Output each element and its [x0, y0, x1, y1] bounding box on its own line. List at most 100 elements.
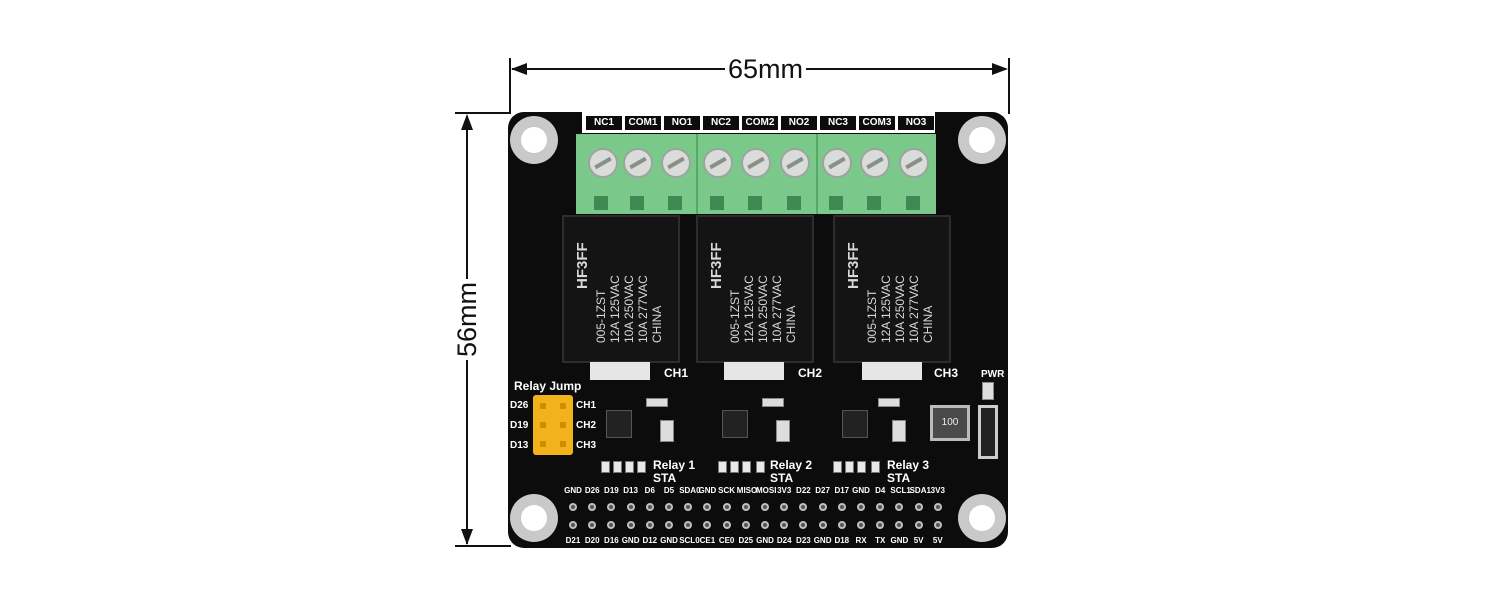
jump-right-ch1: CH1 [576, 400, 597, 411]
relay-model: HF3FF [708, 242, 725, 289]
relay-1: HF3FF 005-1ZST 12A 125VAC 10A 250VAC 10A… [562, 215, 680, 363]
relay-spec: 10A 277VAC [770, 275, 784, 343]
header-pin [741, 521, 750, 529]
header-pin [876, 503, 885, 511]
header-pin [895, 521, 904, 529]
terminal-slot [710, 196, 724, 210]
header-pin [914, 503, 923, 511]
gpio-label-bottom: D12 [642, 536, 658, 545]
height-ext-top [455, 112, 511, 114]
driver-chip [722, 410, 748, 438]
gpio-label-bottom: SCL0 [679, 536, 700, 545]
header-pin [780, 503, 789, 511]
header-pin [933, 521, 942, 529]
gpio-label-top: D17 [834, 486, 850, 495]
relay-2-sta: STA [770, 471, 794, 485]
height-arrow-top [461, 114, 473, 130]
terminal-slot [630, 196, 644, 210]
relay-model: HF3FF [574, 242, 591, 289]
smd-component [776, 420, 790, 442]
relay-spec: 005-1ZST [728, 289, 742, 343]
gpio-label-bottom: GND [890, 536, 909, 545]
status-led [718, 461, 727, 473]
terminal-label-com1: COM1 [625, 116, 661, 130]
terminal-slot [748, 196, 762, 210]
gpio-label-bottom: GND [756, 536, 774, 545]
gpio-label-bottom: D24 [776, 536, 792, 545]
status-led [730, 461, 739, 473]
terminal-label-nc3: NC3 [820, 116, 856, 130]
terminal-slot [906, 196, 920, 210]
jump-left-d19: D19 [510, 420, 529, 431]
relay-spec: 12A 125VAC [879, 275, 893, 343]
jumper-pin [540, 422, 546, 428]
screw-icon [623, 148, 653, 178]
status-led [833, 461, 842, 473]
relay-1-label: Relay 1 [653, 458, 696, 472]
header-pin [588, 521, 597, 529]
status-led [601, 461, 610, 473]
relay-spec: 10A 250VAC [893, 275, 907, 343]
height-arrow-bottom [461, 529, 473, 545]
gpio-label-top: 3V3 [930, 486, 945, 495]
gpio-label-top: GND [698, 486, 717, 495]
gpio-label-top: D6 [644, 486, 655, 495]
relay-3-label: Relay 3 [887, 458, 930, 472]
relay-tab [590, 362, 650, 380]
width-arrow-right [992, 63, 1008, 75]
header-pin [626, 521, 635, 529]
smd-component [878, 398, 900, 407]
relay-jump-title: Relay Jump [514, 379, 582, 393]
height-label: 56mm [452, 278, 482, 360]
gpio-label-top: GND [564, 486, 582, 495]
driver-chip [606, 410, 632, 438]
gpio-label-top: GND [852, 486, 870, 495]
header-pin [665, 503, 673, 511]
header-pin [876, 521, 885, 529]
terminal-label-com3: COM3 [859, 116, 895, 130]
gpio-label-top: MOSI [756, 486, 777, 495]
gpio-label-top: SDA0 [679, 486, 701, 495]
header-pin [722, 521, 731, 529]
jump-left-d26: D26 [510, 400, 529, 411]
status-led [756, 461, 765, 473]
terminal-slot [867, 196, 881, 210]
jumper-pin [560, 403, 566, 409]
relay-model: HF3FF [845, 242, 862, 289]
smd-component [892, 420, 906, 442]
jump-right-ch2: CH2 [576, 420, 597, 431]
status-led [845, 461, 854, 473]
jumper-pin [540, 403, 546, 409]
header-pin [780, 521, 789, 529]
relay-spec: CHINA [921, 305, 935, 343]
pwr-label: PWR [981, 369, 1005, 380]
gpio-label-top: SCK [718, 486, 736, 495]
terminal-label-no2: NO2 [781, 116, 817, 130]
gpio-label-top: D22 [796, 486, 811, 495]
header-pin [818, 521, 827, 529]
screw-icon [741, 148, 771, 178]
relay-3-sta: STA [887, 471, 911, 485]
width-label: 65mm [725, 54, 807, 84]
terminal-separator [816, 134, 818, 214]
gpio-label-bottom: GND [813, 536, 832, 545]
header-pin [722, 503, 731, 511]
header-pin [569, 503, 577, 511]
relay-3: HF3FF 005-1ZST 12A 125VAC 10A 250VAC 10A… [833, 215, 951, 363]
header-pin [761, 503, 769, 511]
gpio-label-bottom: GND [660, 536, 678, 545]
gpio-label-bottom: D23 [796, 536, 811, 545]
relay-spec: 12A 125VAC [742, 275, 756, 343]
terminal-separator [696, 134, 698, 214]
gpio-label-bottom: D20 [584, 536, 600, 545]
mounting-hole-bl [510, 494, 558, 542]
header-pin [857, 503, 865, 511]
gpio-label-top: D13 [623, 486, 638, 495]
gpio-label-top: SCL1 [890, 486, 911, 495]
gpio-label-top: 3V3 [777, 486, 792, 495]
header-pin [741, 503, 750, 511]
gpio-label-bottom: D21 [565, 536, 581, 545]
header-pin [626, 503, 635, 511]
terminal-slot [668, 196, 682, 210]
header-pin [588, 503, 597, 511]
